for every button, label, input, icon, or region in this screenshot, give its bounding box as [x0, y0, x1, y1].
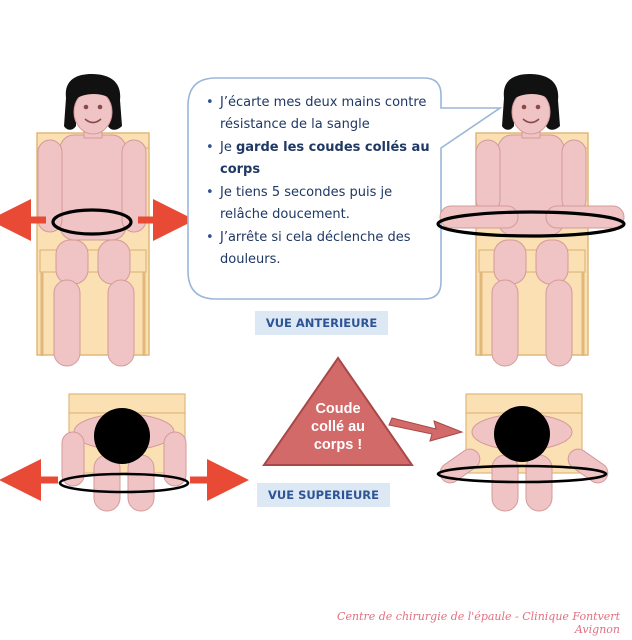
- instruction-item: J’arrête si cela déclenche des douleurs.: [202, 227, 432, 271]
- clinic-footer: Centre de chirurgie de l'épaule - Cliniq…: [337, 610, 620, 636]
- top-figure-left: [0, 393, 249, 512]
- left-arm: [37, 139, 63, 233]
- top-view-label: VUE SUPERIEURE: [257, 483, 390, 507]
- front-figure-left: [0, 74, 195, 367]
- warning-line-3: corps !: [313, 437, 363, 453]
- instruction-item: J’écarte mes deux mains contre résistanc…: [202, 92, 432, 136]
- front-figure-right: [436, 74, 626, 367]
- warning-line-2: collé au: [311, 419, 365, 435]
- head-top-view: [94, 408, 150, 464]
- front-view-label: VUE ANTERIEURE: [255, 311, 388, 335]
- right-arm: [121, 139, 147, 233]
- warning-line-1: Coude: [315, 401, 361, 417]
- resistance-band: [436, 210, 626, 238]
- instruction-item: Je garde les coudes collés au corps: [202, 137, 432, 181]
- warning-text: Coude collé au corps !: [296, 400, 380, 454]
- instruction-list: J’écarte mes deux mains contre résistanc…: [202, 92, 432, 272]
- instruction-item: Je tiens 5 secondes puis je relâche douc…: [202, 182, 432, 226]
- resistance-band: [436, 464, 608, 484]
- resistance-band: [51, 208, 133, 236]
- left-leg: [53, 279, 81, 367]
- top-figure-right: [436, 393, 609, 512]
- right-leg: [107, 279, 135, 367]
- torso: [59, 134, 127, 241]
- warning-triangle: [262, 356, 414, 466]
- resistance-band: [58, 472, 190, 494]
- pointer-arrow: [388, 417, 464, 442]
